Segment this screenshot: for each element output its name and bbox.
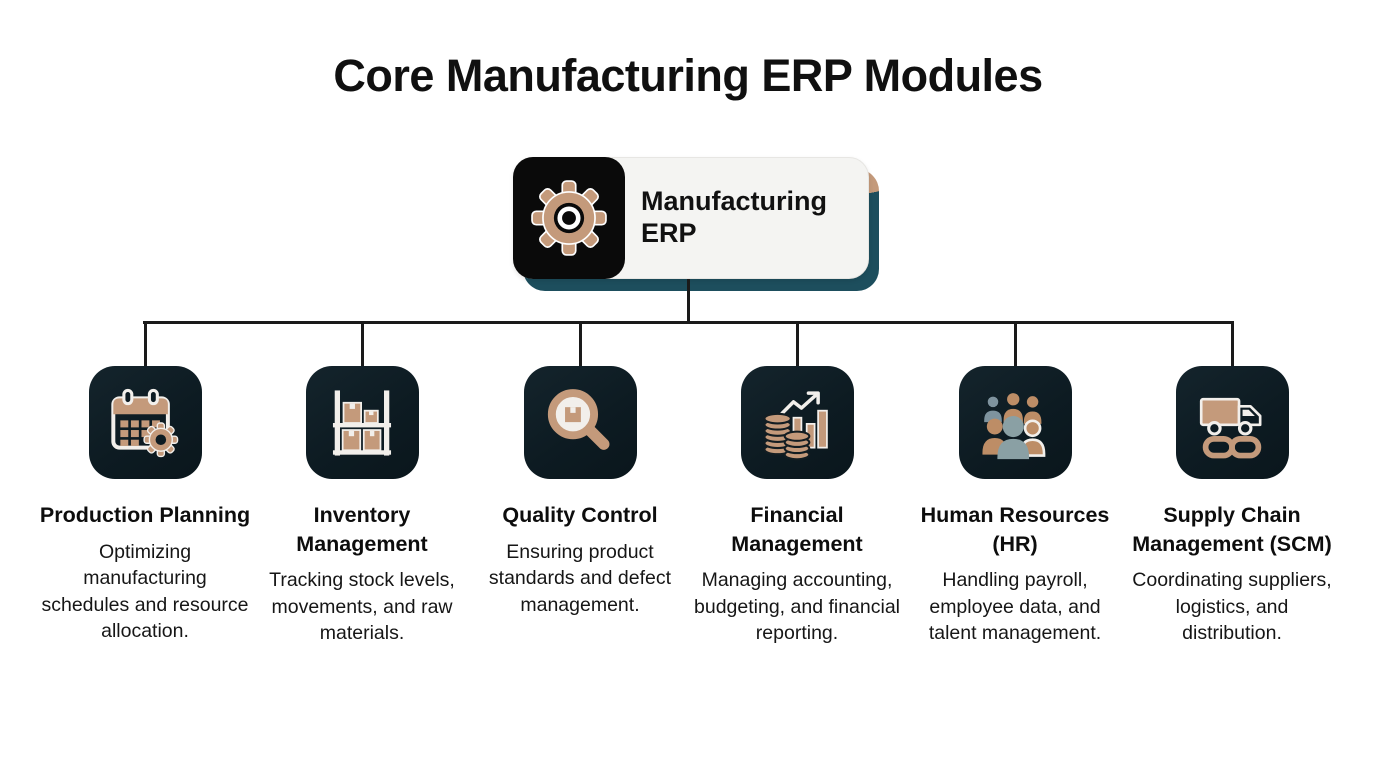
connector-horizontal xyxy=(143,321,1234,324)
module-title: Financial Management xyxy=(731,503,863,556)
root-node-label: Manufacturing ERP xyxy=(641,186,827,248)
module-description: Ensuring product standards and defect ma… xyxy=(488,540,672,616)
page-title: Core Manufacturing ERP Modules xyxy=(333,50,1043,101)
calendar-gear-icon xyxy=(101,379,189,467)
module-icon-tile xyxy=(523,366,637,479)
connector-drop xyxy=(578,322,582,367)
module-column-coins-chart: Financial Management Managing accounting… xyxy=(691,366,903,647)
module-column-shelf-boxes: Inventory Management Tracking stock leve… xyxy=(256,366,468,647)
root-icon-tile xyxy=(513,157,625,279)
module-title: Supply Chain Management (SCM) xyxy=(1132,503,1332,556)
gear-icon xyxy=(527,176,611,260)
module-description: Coordinating suppliers, logistics, and d… xyxy=(1132,569,1332,645)
module-description: Managing accounting, budgeting, and fina… xyxy=(694,569,900,645)
connector-root-stem xyxy=(687,279,690,323)
module-description: Optimizing manufacturing schedules and r… xyxy=(41,540,249,643)
module-icon-tile xyxy=(305,366,419,479)
connector-drop xyxy=(1013,322,1017,367)
magnifier-box-icon xyxy=(536,379,624,467)
truck-chain-icon xyxy=(1188,379,1276,467)
root-node-card: Manufacturing ERP xyxy=(513,157,869,279)
module-icon-tile xyxy=(88,366,202,479)
module-column-calendar-gear: Production Planning Optimizing manufactu… xyxy=(39,366,251,645)
module-title: Human Resources (HR) xyxy=(920,503,1110,556)
module-icon-tile xyxy=(1175,366,1289,479)
module-title: Quality Control xyxy=(502,503,658,527)
module-column-truck-chain: Supply Chain Management (SCM) Coordinati… xyxy=(1126,366,1338,647)
module-title: Production Planning xyxy=(39,503,251,527)
module-column-people-group: Human Resources (HR) Handling payroll, e… xyxy=(909,366,1121,647)
root-node-manufacturing-erp: Manufacturing ERP xyxy=(513,157,879,291)
connector-drop xyxy=(360,322,364,367)
module-title: Inventory Management xyxy=(296,503,428,556)
coins-chart-icon xyxy=(753,379,841,467)
connector-drop xyxy=(795,322,799,367)
connector-drop xyxy=(1230,322,1234,367)
people-group-icon xyxy=(971,379,1059,467)
module-column-magnifier-box: Quality Control Ensuring product standar… xyxy=(474,366,686,618)
module-description: Handling payroll, employee data, and tal… xyxy=(928,569,1102,645)
module-description: Tracking stock levels, movements, and ra… xyxy=(269,569,455,645)
module-icon-tile xyxy=(740,366,854,479)
shelf-boxes-icon xyxy=(318,379,406,467)
module-icon-tile xyxy=(958,366,1072,479)
connector-drop xyxy=(143,322,147,367)
